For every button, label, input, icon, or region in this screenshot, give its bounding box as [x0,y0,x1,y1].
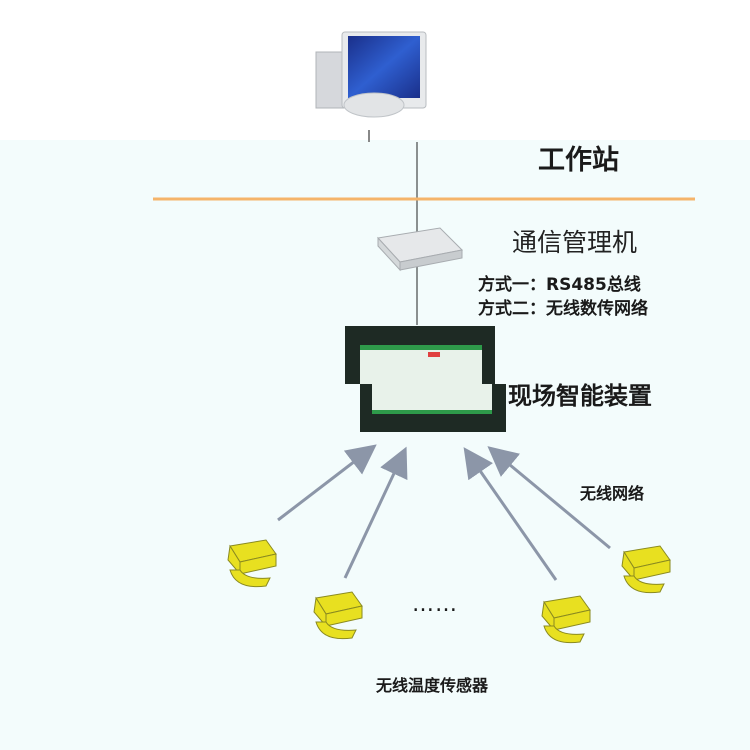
comm-mode-1: 方式一：RS485总线 [478,275,641,295]
ellipsis: …… [412,592,458,617]
router-icon [377,227,464,272]
field-device-icon [345,326,506,432]
sensor-icon [541,595,591,644]
signal-arrow [343,446,408,579]
signal-arrow [487,446,611,550]
computer-icon [315,31,427,118]
wireless-network-label: 无线网络 [580,484,645,503]
sensor-icon [621,545,671,594]
workstation-label: 工作站 [538,145,619,176]
sensor-icon [313,591,363,640]
signal-arrow [463,447,558,581]
field-device-label: 现场智能装置 [508,382,652,410]
signal-arrow [277,444,377,522]
comm-mode-2: 方式二：无线数传网络 [478,299,648,319]
comm-manager-label: 通信管理机 [512,228,638,257]
sensor-icon [227,539,277,588]
sensors-label: 无线温度传感器 [376,676,489,695]
